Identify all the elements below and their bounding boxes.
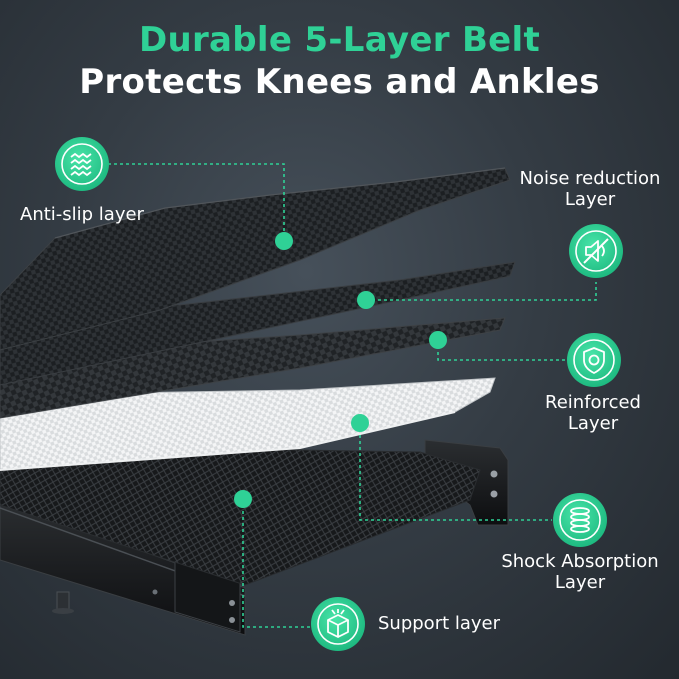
support-cube-icon (311, 597, 365, 651)
shock-absorption-label-line2: Layer (554, 572, 606, 593)
speaker-mute-icon (569, 224, 623, 278)
shield-icon (567, 333, 621, 387)
layer-markers (234, 232, 447, 508)
reinforced-label: Reinforced Layer (518, 392, 668, 434)
support-layer-label: Support layer (378, 613, 501, 634)
reinforced-layer-sheet (0, 317, 506, 419)
reinforced-marker (429, 331, 447, 349)
reinforced-label-line2: Layer (567, 413, 619, 434)
headline-line-1: Durable 5-Layer Belt (138, 20, 541, 60)
noise-reduction-label-line1: Noise reduction (519, 168, 661, 189)
reinforced-label-line1: Reinforced (545, 392, 641, 413)
shock-absorption-label: Shock Absorption Layer (486, 551, 674, 593)
headline-line-2: Protects Knees and Ankles (79, 62, 600, 102)
shock-absorption-marker (351, 414, 369, 432)
noise-reduction-sheet (0, 261, 516, 386)
shock-absorption-label-line1: Shock Absorption (501, 551, 659, 572)
noise-reduction-label: Noise reduction Layer (505, 168, 675, 210)
anti-slip-label: Anti-slip layer (20, 204, 144, 225)
support-marker (234, 490, 252, 508)
anti-slip-marker (275, 232, 293, 250)
noise-reduction-label-line2: Layer (564, 189, 616, 210)
noise-reduction-marker (357, 291, 375, 309)
anti-slip-wave-icon (55, 137, 109, 191)
spring-coil-icon (553, 493, 607, 547)
